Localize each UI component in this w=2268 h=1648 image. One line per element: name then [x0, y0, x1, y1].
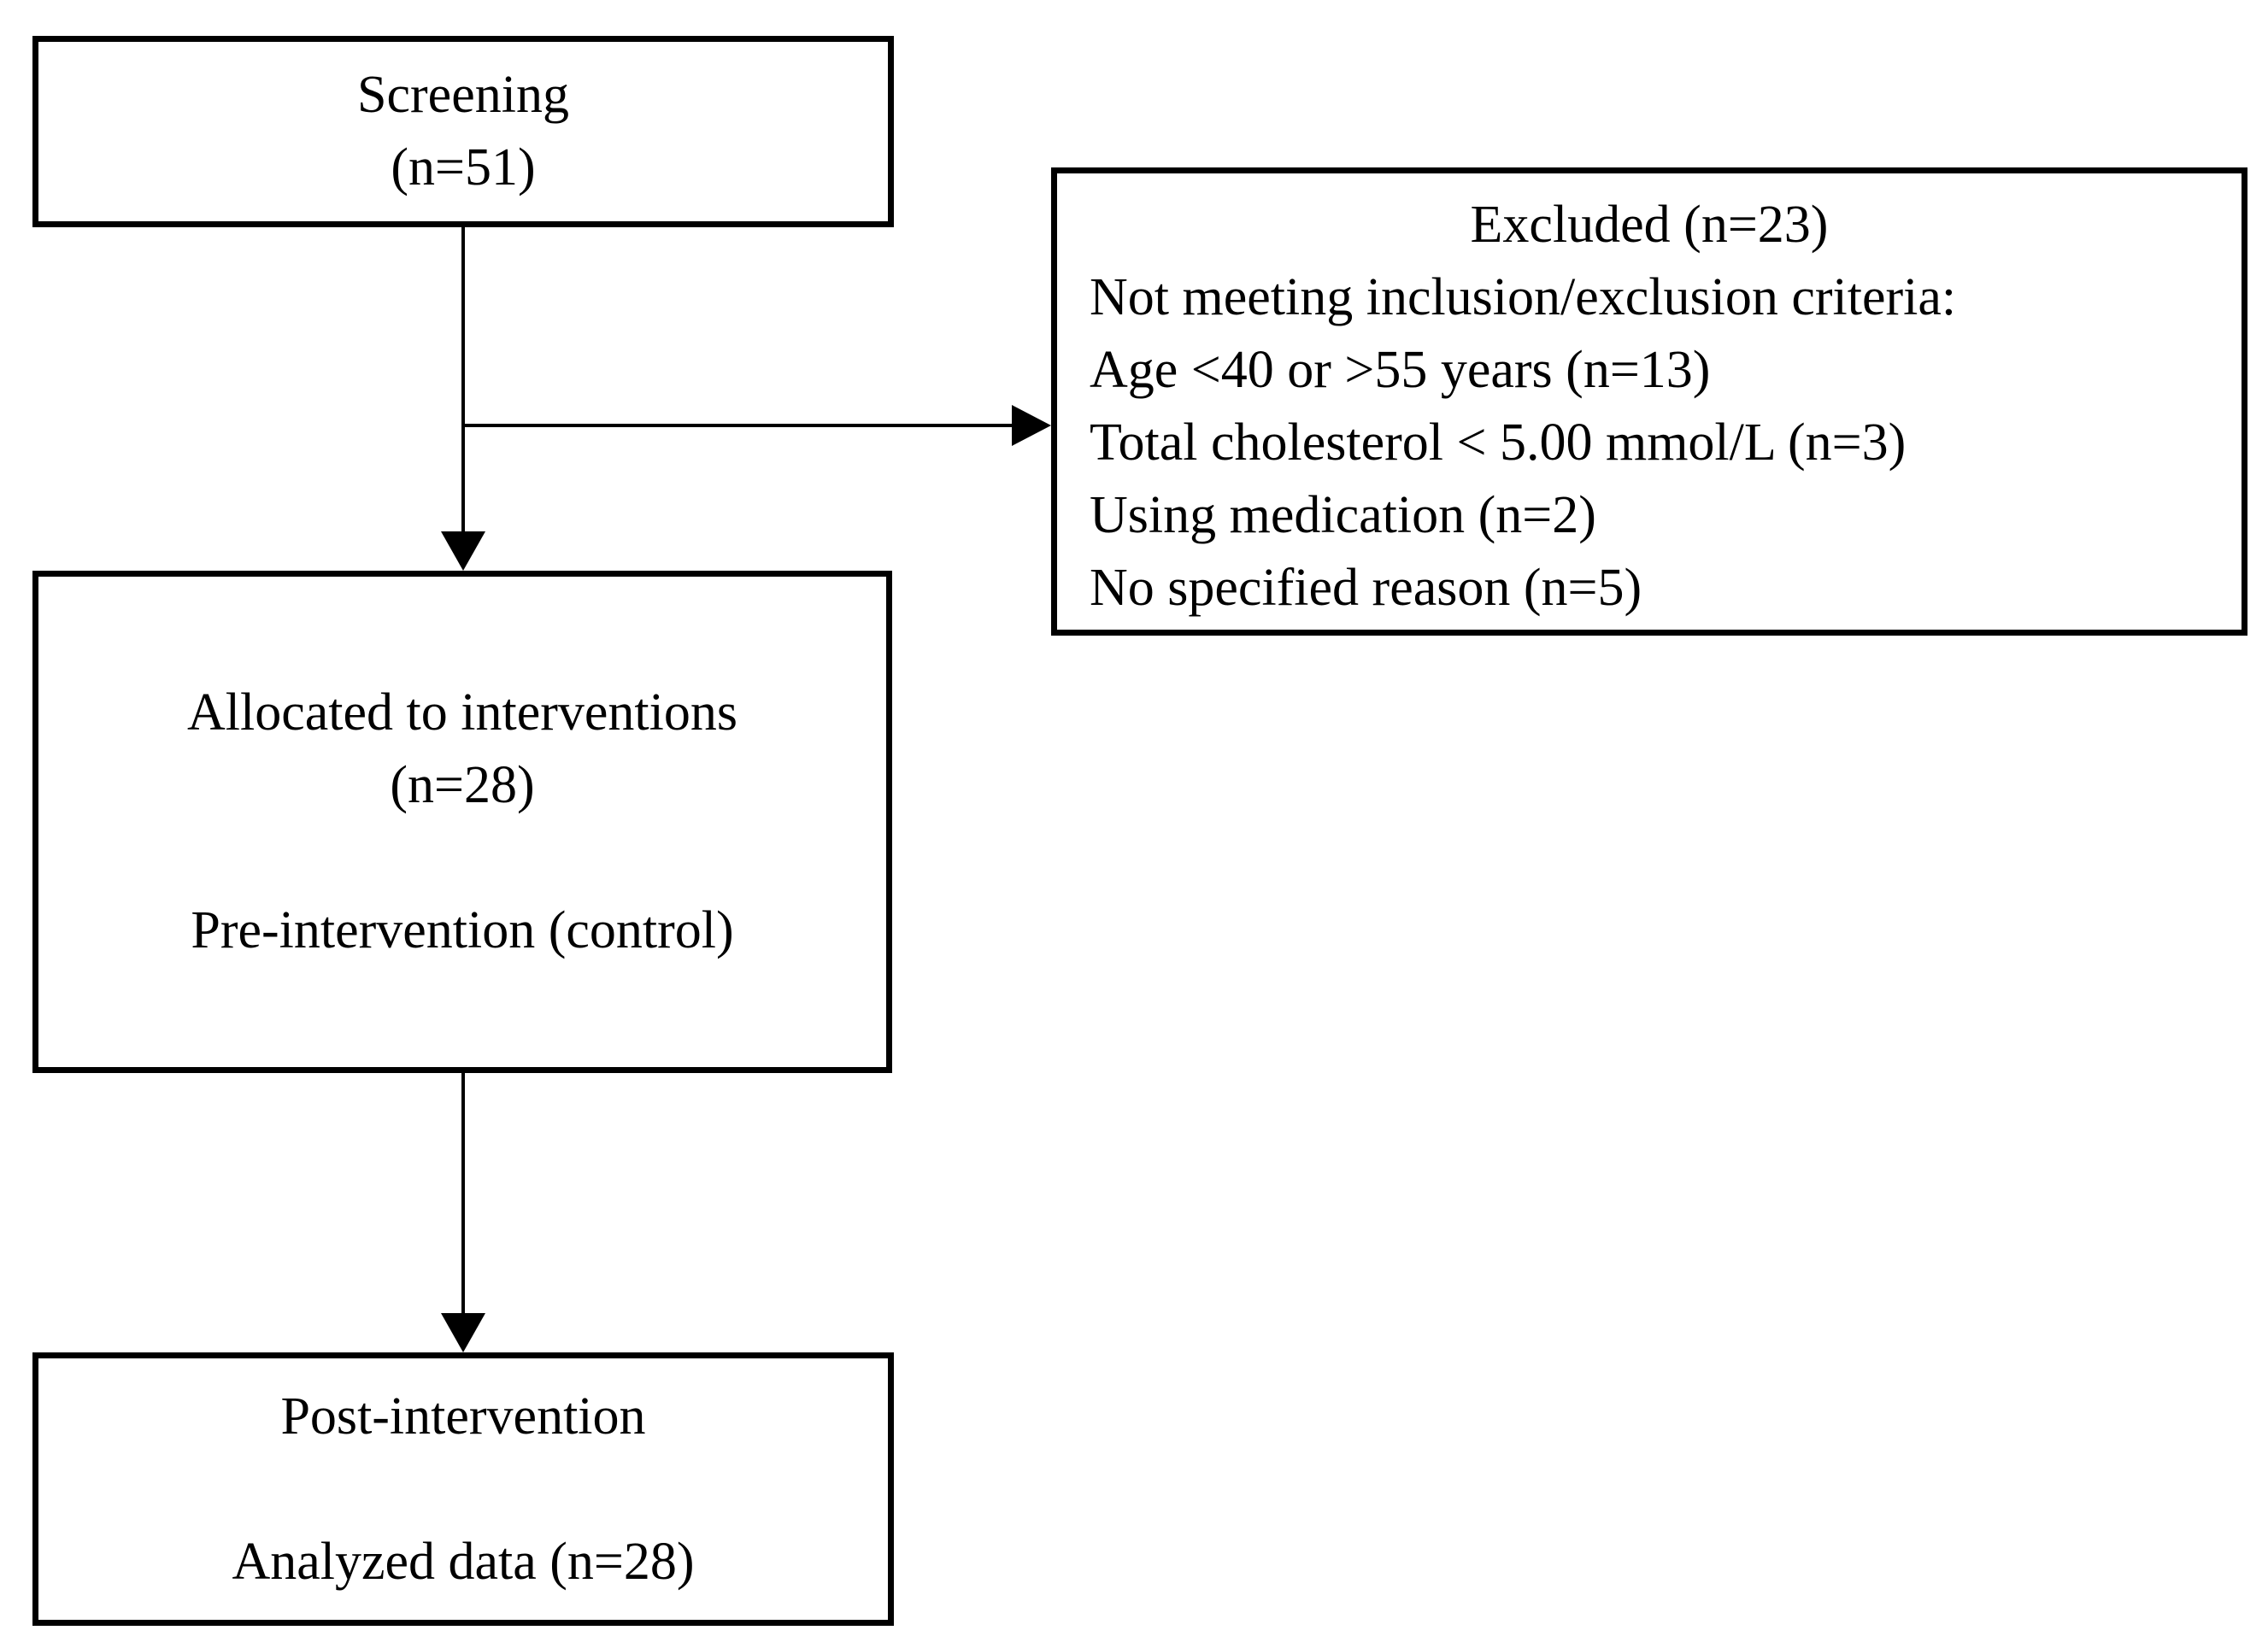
arrowhead-down-icon: [441, 531, 485, 571]
allocated-label: Allocated to interventions: [187, 683, 737, 742]
post-intervention-box-text: Post-intervention Analyzed data (n=28): [38, 1358, 888, 1620]
excluded-reason: Age <40 or >55 years (n=13): [1090, 341, 1711, 399]
arrow-to-excluded-line: [463, 424, 1019, 427]
excluded-reason: No specified reason (n=5): [1090, 559, 1642, 617]
analyzed-data-label: Analyzed data (n=28): [232, 1532, 695, 1591]
excluded-reason: Total cholesterol < 5.00 mmol/L (n=3): [1090, 413, 1907, 472]
arrowhead-down-icon: [441, 1313, 485, 1352]
pre-intervention-label: Pre-intervention (control): [191, 901, 734, 959]
excluded-reason: Using medication (n=2): [1090, 486, 1596, 544]
allocated-count: (n=28): [390, 756, 535, 814]
post-intervention-box: Post-intervention Analyzed data (n=28): [32, 1352, 894, 1626]
screening-count: (n=51): [391, 138, 536, 196]
post-spacer: [38, 1453, 888, 1526]
excluded-box: Excluded (n=23) Not meeting inclusion/ex…: [1051, 167, 2247, 636]
allocated-spacer: [38, 822, 886, 894]
allocated-box-text: Allocated to interventions (n=28) Pre-in…: [38, 577, 886, 1067]
excluded-reason: Not meeting inclusion/exclusion criteria…: [1090, 268, 1957, 326]
arrowhead-right-icon: [1012, 405, 1051, 446]
post-intervention-label: Post-intervention: [280, 1387, 646, 1446]
screening-box: Screening (n=51): [32, 36, 894, 227]
screening-box-text: Screening (n=51): [38, 42, 888, 221]
excluded-title: Excluded (n=23): [1470, 196, 1829, 254]
excluded-box-text: Excluded (n=23) Not meeting inclusion/ex…: [1057, 173, 2242, 630]
arrow-screening-to-allocated-line: [461, 227, 465, 538]
allocated-box: Allocated to interventions (n=28) Pre-in…: [32, 571, 892, 1073]
arrow-allocated-to-post-line: [461, 1073, 465, 1319]
screening-label: Screening: [357, 66, 569, 124]
